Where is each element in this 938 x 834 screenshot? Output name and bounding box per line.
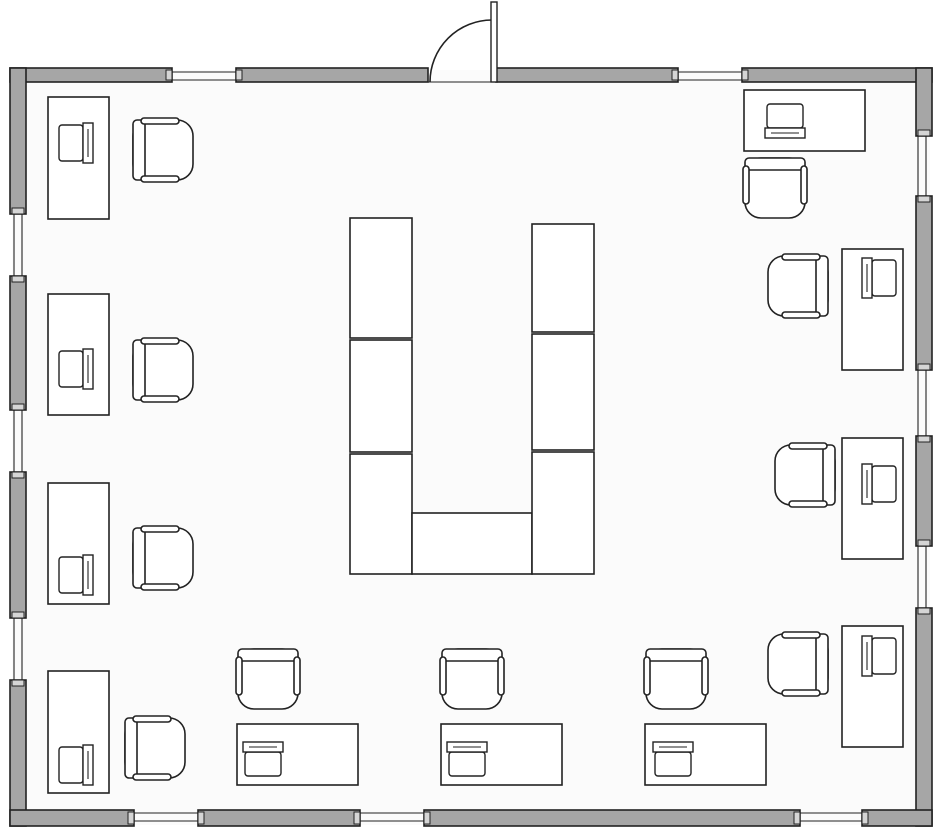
monitor-icon — [58, 744, 94, 786]
wall — [915, 195, 933, 371]
wall — [9, 471, 27, 619]
window-icon — [13, 410, 23, 472]
workstation — [235, 648, 359, 786]
chair-icon — [124, 715, 186, 781]
window-frame — [917, 195, 931, 203]
window-frame — [671, 69, 679, 81]
workstation — [643, 648, 767, 786]
window-frame — [917, 539, 931, 547]
wall — [915, 435, 933, 547]
window-frame — [11, 207, 25, 215]
window-frame — [11, 275, 25, 283]
wall — [235, 67, 429, 83]
wall — [9, 679, 27, 827]
wall — [495, 67, 679, 83]
window-frame — [11, 471, 25, 479]
monitor-icon — [58, 122, 94, 164]
table-segment — [349, 453, 413, 575]
chair-icon — [132, 117, 194, 183]
workstation — [774, 437, 904, 560]
window-frame — [127, 811, 135, 825]
wall — [861, 809, 933, 827]
chair-icon — [132, 337, 194, 403]
window-frame — [197, 811, 205, 825]
window-frames — [11, 69, 931, 825]
workstation — [47, 670, 186, 794]
wall — [915, 607, 933, 827]
window-frame — [11, 611, 25, 619]
chair-icon — [643, 648, 709, 710]
wall — [9, 809, 135, 827]
table-segment — [531, 333, 595, 451]
wall — [9, 67, 27, 215]
workstation — [742, 89, 866, 219]
chair-icon — [742, 157, 808, 219]
door-icon — [428, 1, 498, 83]
window-frame — [353, 811, 361, 825]
workstation — [767, 625, 904, 748]
window-frame — [917, 363, 931, 371]
chair-icon — [235, 648, 301, 710]
window-icon — [800, 812, 862, 822]
window-icon — [13, 618, 23, 680]
chair-icon — [774, 442, 836, 508]
chair-icon — [132, 525, 194, 591]
window-icon — [360, 812, 424, 822]
monitor-icon — [58, 554, 94, 596]
workstation — [439, 648, 563, 786]
table-segment — [349, 217, 413, 339]
monitor-icon — [861, 463, 897, 505]
table-segment — [411, 512, 533, 575]
wall — [197, 809, 361, 827]
chair-icon — [767, 253, 829, 319]
monitor-icon — [764, 103, 806, 139]
monitor-icon — [58, 348, 94, 390]
monitor-icon — [652, 741, 694, 777]
window-frame — [917, 607, 931, 615]
window-frame — [861, 811, 869, 825]
monitor-icon — [446, 741, 488, 777]
wall — [915, 67, 933, 137]
window-frame — [11, 679, 25, 687]
window-frame — [423, 811, 431, 825]
window-frame — [741, 69, 749, 81]
window-icon — [678, 71, 742, 81]
window-icon — [917, 546, 927, 608]
window-frame — [11, 403, 25, 411]
monitor-icon — [242, 741, 284, 777]
workstation — [47, 482, 194, 605]
wall — [423, 809, 801, 827]
window-icon — [917, 136, 927, 196]
workstations — [47, 89, 904, 794]
window-icon — [134, 812, 198, 822]
monitor-icon — [861, 257, 897, 299]
walls — [9, 67, 933, 827]
table-segment — [531, 451, 595, 575]
window-frame — [917, 435, 931, 443]
desk-icon — [743, 89, 866, 152]
window-icon — [917, 370, 927, 436]
chair-icon — [767, 631, 829, 697]
central-u-table — [349, 217, 595, 575]
wall — [9, 275, 27, 411]
window-icon — [172, 71, 236, 81]
workstation — [47, 96, 194, 220]
chair-icon — [439, 648, 505, 710]
wall — [741, 67, 933, 83]
table-segment — [531, 223, 595, 333]
workstation — [47, 293, 194, 416]
window-frame — [235, 69, 243, 81]
wall — [9, 67, 173, 83]
table-segment — [349, 339, 413, 453]
window-frame — [793, 811, 801, 825]
monitor-icon — [861, 635, 897, 677]
window-frame — [917, 129, 931, 137]
workstation — [767, 248, 904, 371]
window-icon — [13, 214, 23, 276]
window-frame — [165, 69, 173, 81]
windows — [13, 71, 927, 822]
